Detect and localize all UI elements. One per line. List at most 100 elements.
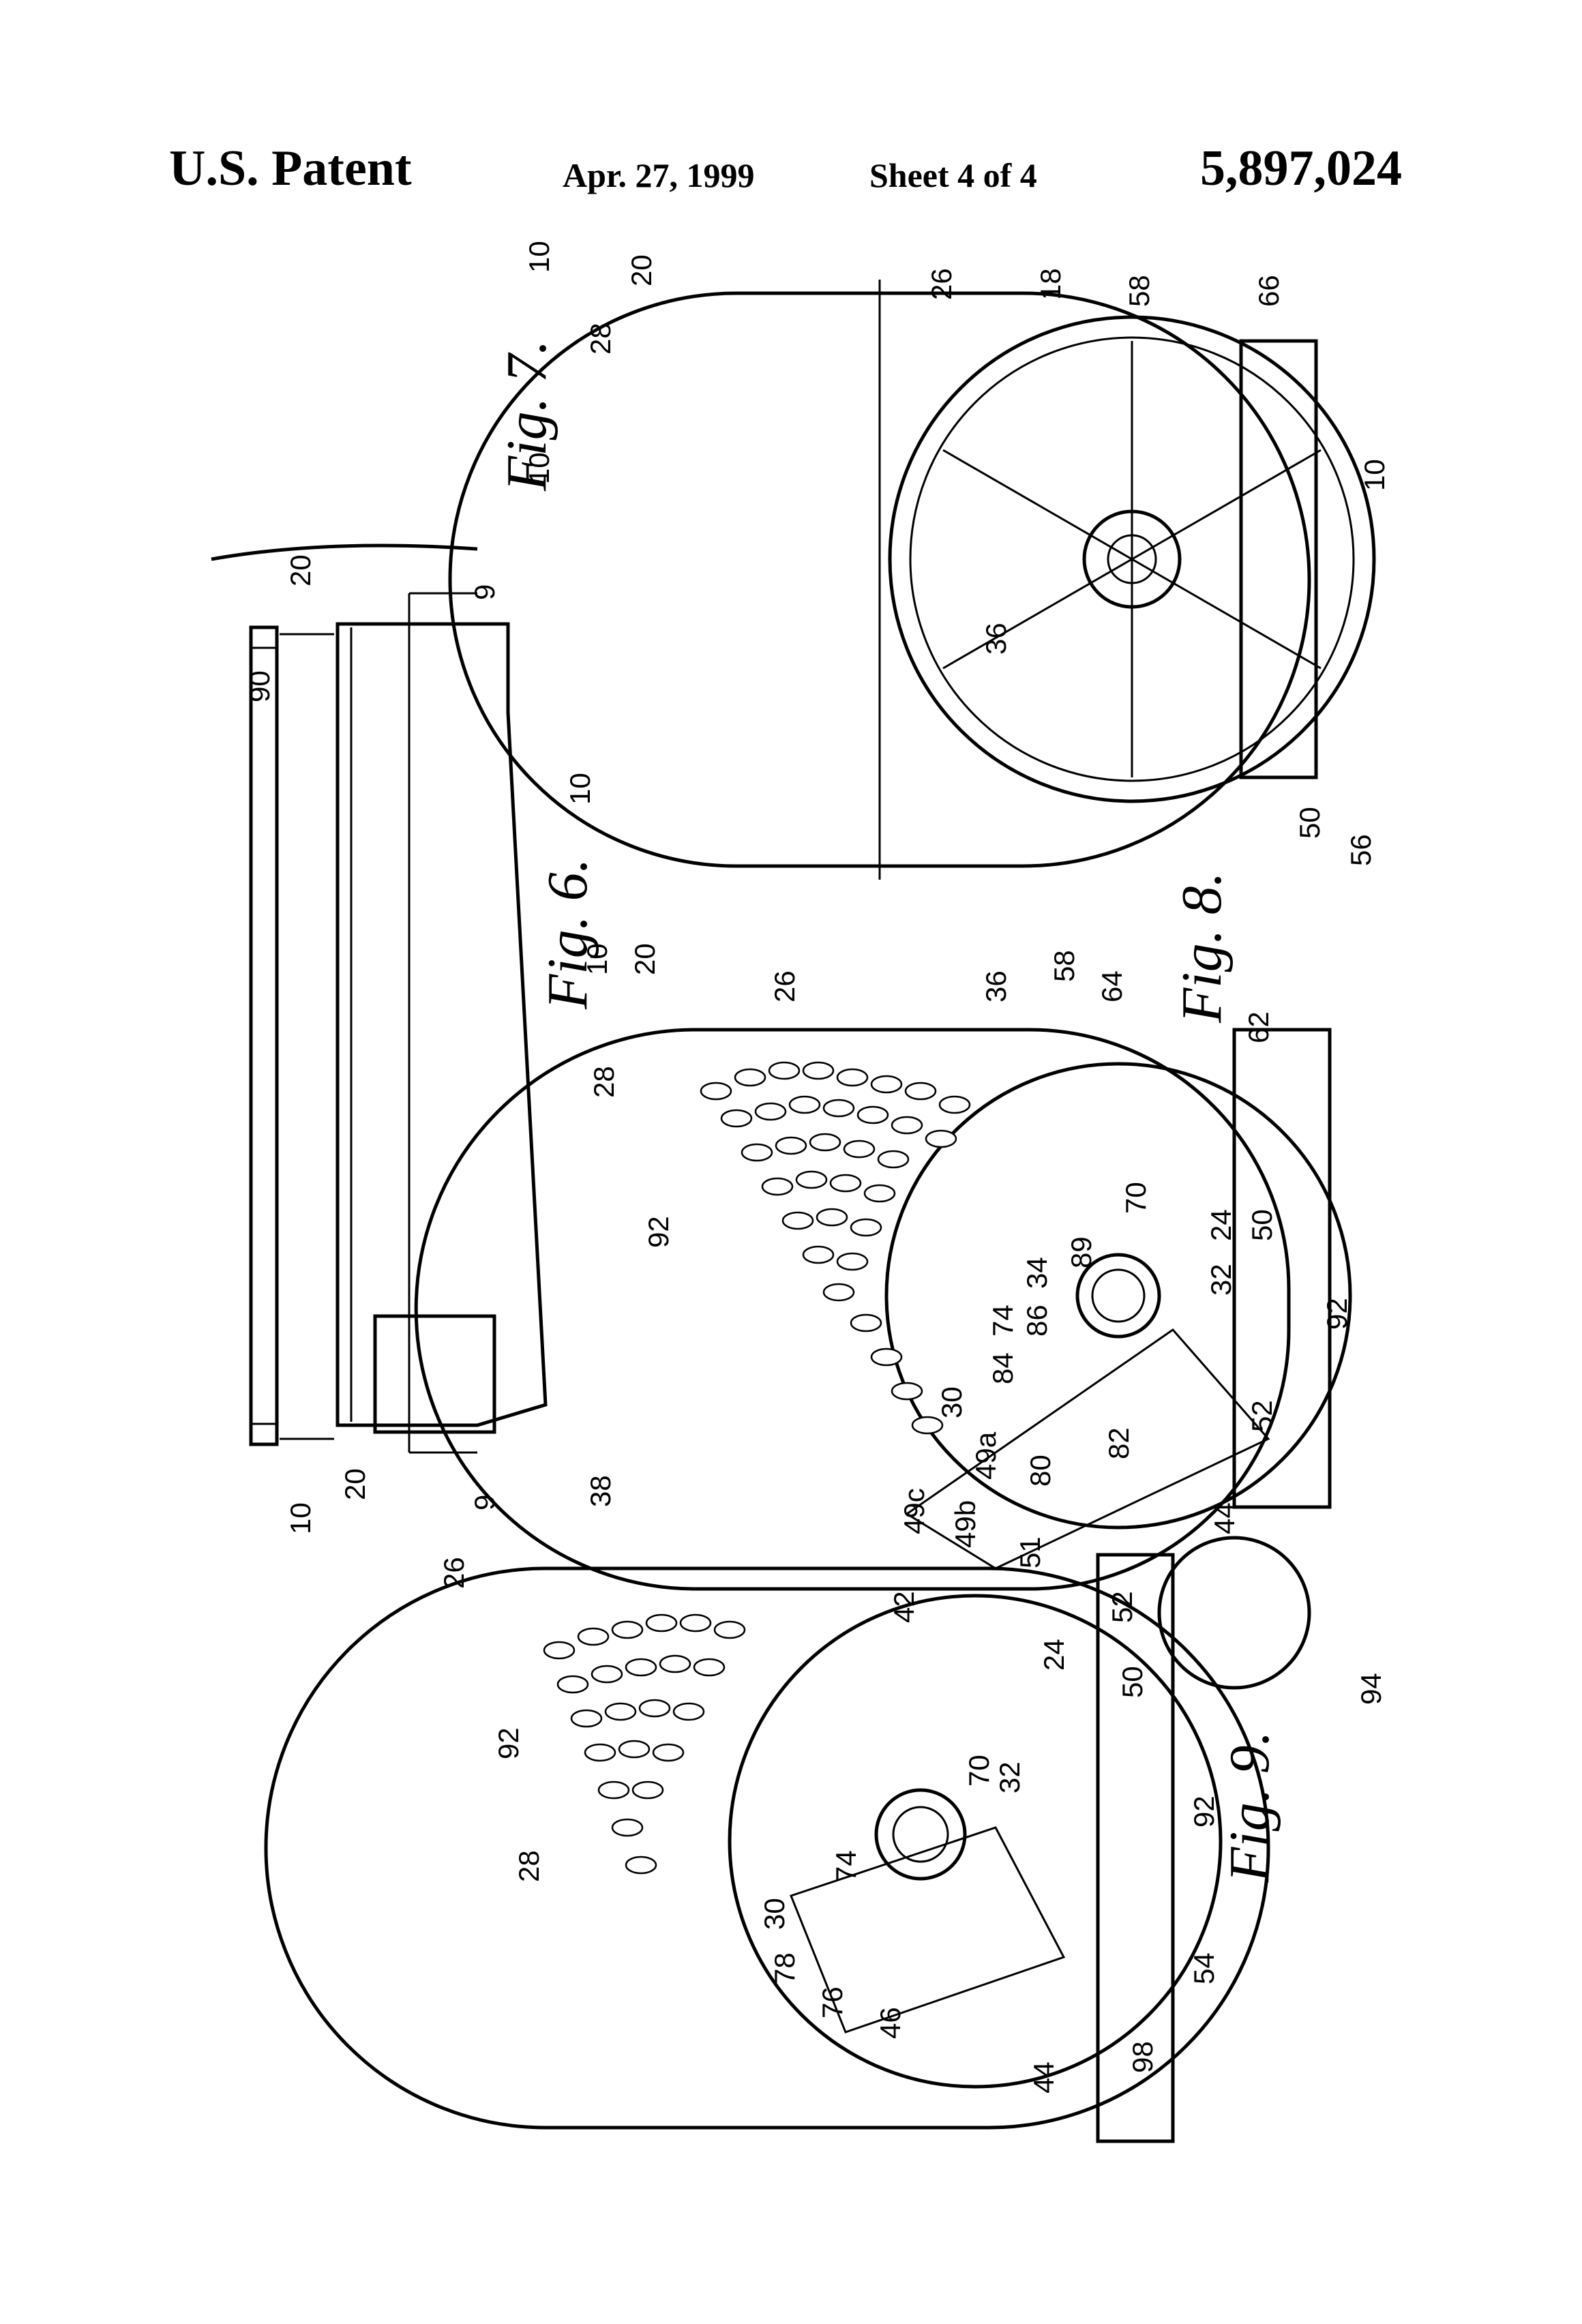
fig9-ref: 10 <box>284 1502 316 1534</box>
fig7-label: Fig. 7. <box>495 340 558 492</box>
fig6-top-bracket <box>211 543 478 561</box>
fig7-ref: 20 <box>625 254 657 286</box>
fig7-ref: 56 <box>1345 834 1377 866</box>
fig8-ref: 58 <box>1048 950 1080 982</box>
fig6-lid-90 <box>249 625 279 1446</box>
fig7-housing-outline <box>448 291 1311 868</box>
fig8-chute <box>1232 1028 1332 1509</box>
fig9-bean-mass <box>543 1613 746 1875</box>
fig9-ref: 50 <box>1116 1666 1148 1698</box>
fig7-ref: 10 <box>1358 459 1390 491</box>
fig8-ref: 50 <box>1246 1209 1278 1241</box>
fig6-housing-side <box>335 622 548 1427</box>
fig7-ref: 66 <box>1253 275 1285 307</box>
fig7-chute <box>1239 339 1318 779</box>
fig6-chute-block <box>373 1314 496 1434</box>
fig9-hub-gear <box>874 1788 967 1881</box>
fig9-ref: 78 <box>768 1952 801 1984</box>
fig9-wheel-rim <box>728 1594 1223 2089</box>
fig8-ref: 10 <box>581 943 613 975</box>
patent-date: Apr. 27, 1999 <box>563 156 755 194</box>
fig8-ref: 26 <box>768 970 801 1002</box>
fig9-ref: 92 <box>1188 1796 1220 1828</box>
fig9-ref: 24 <box>1038 1639 1070 1671</box>
patent-title: U.S. Patent <box>169 140 412 196</box>
fig8-ref: 49c <box>898 1488 930 1534</box>
fig9-ref: 20 <box>339 1468 371 1500</box>
fig9-ref: 42 <box>888 1591 920 1623</box>
fig7-ref: 58 <box>1123 275 1155 307</box>
fig9-label: Fig. 9. <box>1218 1731 1281 1883</box>
fig9-hub <box>892 1806 949 1863</box>
figure-7: Fig. 7. 10 20 26 18 58 66 28 36 10 10 50… <box>448 241 1390 880</box>
fig8-ref: 34 <box>1021 1257 1053 1289</box>
fig9-ref: 74 <box>830 1850 862 1882</box>
fig9-ref: 70 <box>963 1755 995 1787</box>
fig8-ref: 32 <box>1205 1264 1237 1296</box>
fig6-ref: 90 <box>243 670 275 702</box>
fig8-wheel-rim <box>884 1062 1352 1530</box>
fig8-ref: 89 <box>1065 1236 1097 1268</box>
fig9-ref: 94 <box>1355 1673 1387 1705</box>
fig8-label: Fig. 8. <box>1170 872 1234 1024</box>
fig6-ref: 20 <box>284 554 316 586</box>
sheet-number: Sheet 4 of 4 <box>869 156 1037 194</box>
fig8-ref: 38 <box>584 1475 616 1507</box>
fig7-ref: 50 <box>1294 807 1326 839</box>
fig8-ref: 20 <box>629 943 661 975</box>
fig8-hub <box>1091 1268 1146 1323</box>
fig6-ref: 10 <box>564 773 596 805</box>
figure-6: Fig. 6. 90 20 9 9 10 <box>211 543 599 1510</box>
fig8-bean-mass <box>700 1061 971 1435</box>
fig7-ref: 28 <box>584 323 616 355</box>
fig9-mechanism-plate <box>790 1826 1066 2034</box>
fig9-cup-94 <box>1157 1536 1311 1690</box>
fig7-ref: 10 <box>523 452 555 484</box>
fig8-hub-gear <box>1075 1253 1161 1339</box>
fig9-ref: 28 <box>513 1850 545 1882</box>
fig9-ref: 98 <box>1126 2041 1159 2073</box>
fig9-ref: 76 <box>816 1986 848 2018</box>
fig8-ref: 80 <box>1024 1455 1056 1487</box>
fig9-ref: 52 <box>1106 1591 1138 1623</box>
fig8-ref: 52 <box>1246 1400 1278 1432</box>
fig8-ref: 84 <box>987 1352 1019 1384</box>
fig9-ref: 30 <box>758 1898 790 1930</box>
fig9-chute <box>1096 1553 1175 2143</box>
fig7-wheel-inner-rim <box>909 336 1355 782</box>
fig8-ref: 74 <box>987 1305 1019 1337</box>
fig7-spoke <box>942 449 1322 670</box>
fig9-ref: 32 <box>994 1761 1026 1793</box>
fig8-ref: 28 <box>588 1066 620 1098</box>
fig8-ref: 70 <box>1120 1182 1152 1214</box>
figure-9: Fig. 9. 20 26 10 92 28 42 24 70 32 74 30… <box>264 1468 1387 2143</box>
fig8-ref: 24 <box>1205 1209 1237 1241</box>
fig9-ref: 44 <box>1028 2061 1060 2094</box>
fig8-ref: 62 <box>1242 1011 1274 1043</box>
fig7-ref: 26 <box>925 268 957 300</box>
fig6-ref: 9 <box>468 584 501 600</box>
fig9-ref: 54 <box>1188 1952 1220 1984</box>
fig6-ref: 9 <box>468 1495 501 1510</box>
fig9-ref: 26 <box>438 1557 470 1589</box>
fig8-ref: 49a <box>970 1431 1002 1480</box>
fig7-ref: 10 <box>523 241 555 273</box>
fig8-ref: 44 <box>1208 1502 1240 1534</box>
fig6-label: Fig. 6. <box>536 858 599 1010</box>
fig8-housing-outline <box>414 1028 1291 1591</box>
fig9-ref: 92 <box>492 1727 524 1759</box>
fig7-ref: 18 <box>1034 268 1066 300</box>
fig8-ref: 82 <box>1103 1427 1135 1459</box>
fig9-housing-outline <box>264 1566 1270 2130</box>
fig8-ref: 51 <box>1014 1536 1046 1568</box>
fig8-ref: 86 <box>1021 1305 1053 1337</box>
fig9-ref: 46 <box>874 2007 906 2039</box>
fig7-wheel-rim <box>888 315 1376 803</box>
fig8-ref: 49b <box>949 1500 981 1548</box>
fig8-ref: 92 <box>642 1216 674 1248</box>
fig8-ref: 92 <box>1321 1298 1353 1330</box>
fig8-ref: 64 <box>1096 970 1128 1002</box>
fig8-mechanism-plate <box>905 1328 1270 1570</box>
figure-8: Fig. 8. 10 20 26 28 58 36 64 62 92 70 89… <box>414 872 1353 1591</box>
